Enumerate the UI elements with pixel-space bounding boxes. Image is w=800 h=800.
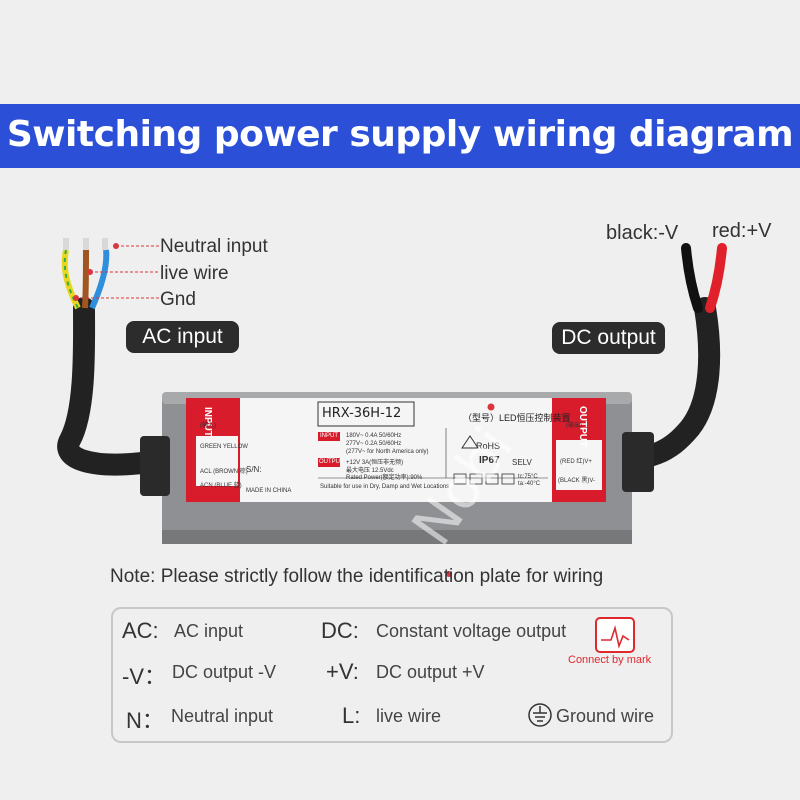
legend-val-plus-v: DC output +V [376,662,485,682]
legend-key-ac: AC: [122,618,159,643]
warning-icon [461,435,479,449]
live-wire [82,249,89,309]
plate-input-spec-0: 180V~ 0.4A 50/60Hz [346,433,402,439]
black-wire-label: black:-V [606,222,679,244]
title-banner: Switching power supply wiring diagram [0,104,800,168]
input-white-patch [196,436,238,486]
neutral-wire [89,249,110,310]
plate-output-spec-0: +12V 3A(恒压非无频) [346,460,404,466]
note-red-dot [446,571,452,577]
ground-wire [61,249,81,310]
live-wire-tip [83,238,89,250]
input-tag-box [318,432,340,441]
plate-made-in: MADE IN CHINA [246,488,292,494]
plate-temp-1: ta:-40°C [518,481,541,487]
plate-dc-wire-1: (BLACK 黑)V- [558,478,596,484]
housing-fin [162,530,632,544]
plate-rohs: RoHS [476,441,501,451]
legend-key-dc: DC: [321,618,359,643]
connect-mark-glyph [601,625,630,649]
ac-input-badge: AC input [126,321,239,353]
connect-mark-icon [595,617,635,653]
plate-output-tag: OUTPUT [319,459,344,465]
legend-key-plus-v: +V: [326,659,359,684]
output-tag-box [318,458,340,467]
live-leader-dot [87,269,93,275]
plate-output-spec-2: Rated Power(额定功率):90% [346,475,423,481]
gnd-leader-dot [73,295,79,301]
plate-ac-wire-1: ACL (BROWN 棕) [200,469,248,475]
plate-input-cn: (输入) [200,423,216,429]
plate-suitable: Suitable for use in Dry, Damp and Wet Lo… [320,484,450,490]
plate-sn: S/N: [246,465,262,474]
plate-model: HRX-36H-12 [322,406,402,421]
legend-val-minus-v: DC output -V [172,662,277,682]
plate-ac-wire-0: GREEN YELLOW [200,444,248,450]
legend-val-l: live wire [376,706,442,726]
plate-output-spec-1: 最大电压 12.5Vdc [346,468,394,474]
wiring-note: Note: Please strictly follow the identif… [110,566,604,587]
neutral-wire-tip [102,238,108,250]
legend-val-ac: AC input [174,621,244,641]
connect-by-mark-caption: Connect by mark [568,654,652,666]
legend-val-dc: Constant voltage output [376,621,567,641]
plate-red-dot [487,403,495,411]
diagram-title: Switching power supply wiring diagram [6,114,794,155]
ground-wire-tip [63,238,69,250]
plate-ac-wire-2: ACN (BLUE 蓝) [200,483,242,489]
legend-val-n: Neutral input [171,706,274,726]
cert-box-4 [501,473,515,485]
legend-key-minus-v: -V： [122,664,167,689]
plate-ip-rating: IP67 [479,455,500,466]
legend-key-n: N： [126,708,164,733]
plate-dc-wire-0: (RED 红)V+ [560,459,592,465]
dc-gland [622,432,654,492]
live-wire-label: live wire [160,263,229,284]
ac-gland [140,436,170,496]
plate-input-spec-1: 277V~ 0.2A 50/60Hz [346,441,402,447]
black-wire [681,243,703,313]
ground-symbol-icon [528,703,552,727]
legend-ground-label: Ground wire [556,706,655,726]
output-white-patch [556,440,602,490]
red-wire-label: red:+V [712,220,772,242]
legend-key-l: L: [342,703,361,728]
label-plate [186,398,606,502]
gnd-label: Gnd [160,289,196,310]
legend-box [111,607,673,743]
plate-input-spec-2: (277V~ for North America only) [346,449,429,455]
plate-temp-0: tc:75°C [518,474,538,480]
neutral-input-label: Neutral input [160,236,268,257]
cert-box-1 [453,473,467,485]
dc-output-badge: DC output [552,322,665,354]
plate-output-cn: (输出) [566,423,582,429]
plate-input-tag: INPUT [320,433,338,439]
model-box [317,401,415,427]
plate-selv: SELV [512,458,532,467]
plate-model-suffix: （型号）LED恒压控制装置 [463,413,571,423]
cert-box-3 [485,473,499,485]
red-wire [705,243,727,313]
cert-box-2 [469,473,483,485]
ac-cable [57,297,161,476]
neutral-leader-dot [113,243,119,249]
